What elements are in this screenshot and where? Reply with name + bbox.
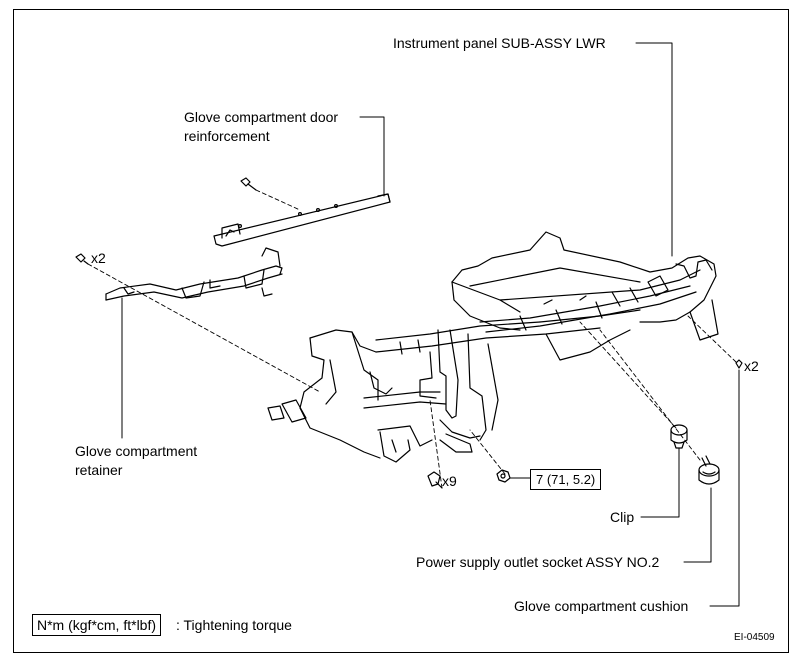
clip-label: Clip	[610, 509, 635, 525]
instrument-panel-sub-assy-lwr	[267, 231, 719, 463]
retainer-screw-qty: x2	[91, 250, 106, 266]
screw-panel-x9	[427, 471, 443, 489]
legend-description: : Tightening torque	[176, 617, 292, 633]
clip-part	[670, 424, 688, 449]
power-supply-outlet-socket-part	[698, 455, 720, 485]
panel-screw-qty: x9	[442, 473, 457, 489]
figure-id: EI-04509	[734, 632, 775, 643]
torque-spec-box: 7 (71, 5.2)	[530, 469, 602, 490]
legend-unit-box: N*m (kgf*cm, ft*lbf)	[32, 614, 162, 636]
screw-door-reinforcement	[240, 177, 257, 191]
cushion-qty: x2	[744, 358, 759, 374]
glove-compartment-retainer	[105, 247, 283, 301]
door-reinforcement-label-line1: Glove compartment door	[184, 109, 339, 125]
leader-lines	[121, 42, 740, 607]
instrument-panel-label: Instrument panel SUB-ASSY LWR	[393, 35, 606, 51]
diagram-frame	[13, 9, 789, 653]
screw-retainer	[75, 253, 89, 265]
cushion-label: Glove compartment cushion	[514, 598, 689, 614]
door-reinforcement-label-line2: reinforcement	[184, 128, 270, 144]
glove-compartment-door-reinforcement	[213, 193, 391, 247]
retainer-label-line2: retainer	[75, 462, 123, 478]
assembly-lines	[87, 189, 737, 489]
cushion-part	[735, 359, 743, 369]
power-outlet-label: Power supply outlet socket ASSY NO.2	[416, 554, 660, 570]
retainer-label-line1: Glove compartment	[75, 443, 198, 459]
